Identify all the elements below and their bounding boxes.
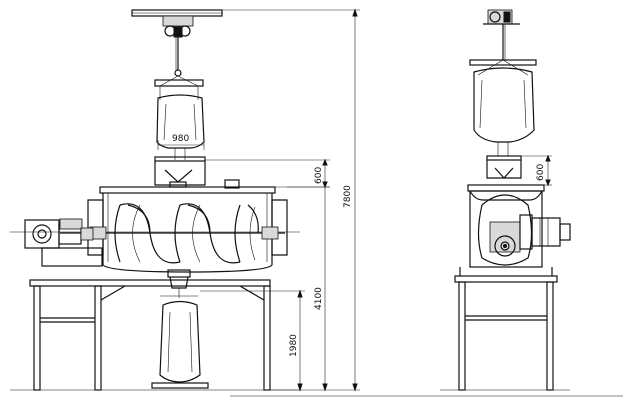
side-frame bbox=[454, 267, 558, 391]
dim-600-side-label: 600 bbox=[536, 164, 546, 181]
side-motor bbox=[519, 214, 571, 250]
dim-7800-label: 7800 bbox=[343, 185, 353, 208]
side-supersack bbox=[469, 59, 537, 156]
side-hoist bbox=[483, 9, 520, 60]
dimension-980: 980 bbox=[157, 134, 205, 150]
side-inlet bbox=[486, 155, 522, 179]
dim-600-front-label: 600 bbox=[314, 167, 324, 184]
supersack-lower bbox=[151, 295, 209, 389]
dim-4100-label: 4100 bbox=[314, 287, 324, 310]
side-dim-600: 600 bbox=[521, 154, 552, 187]
supersack-upper bbox=[154, 75, 205, 160]
side-housing bbox=[467, 184, 545, 268]
drive-motor bbox=[24, 218, 103, 267]
front-view: 980 bbox=[10, 9, 300, 391]
dim-1980-label: 1980 bbox=[289, 334, 299, 357]
ribbon-agitator bbox=[10, 203, 300, 264]
side-view: 600 bbox=[440, 9, 571, 391]
mixer-trough bbox=[87, 179, 288, 273]
dimension-lines: 7800 600 4100 1980 bbox=[200, 8, 360, 392]
support-frame bbox=[29, 279, 271, 391]
hoist-top bbox=[131, 9, 223, 77]
dim-980-label: 980 bbox=[172, 134, 189, 144]
inlet-hopper bbox=[154, 156, 206, 188]
discharge-valve bbox=[167, 269, 191, 298]
